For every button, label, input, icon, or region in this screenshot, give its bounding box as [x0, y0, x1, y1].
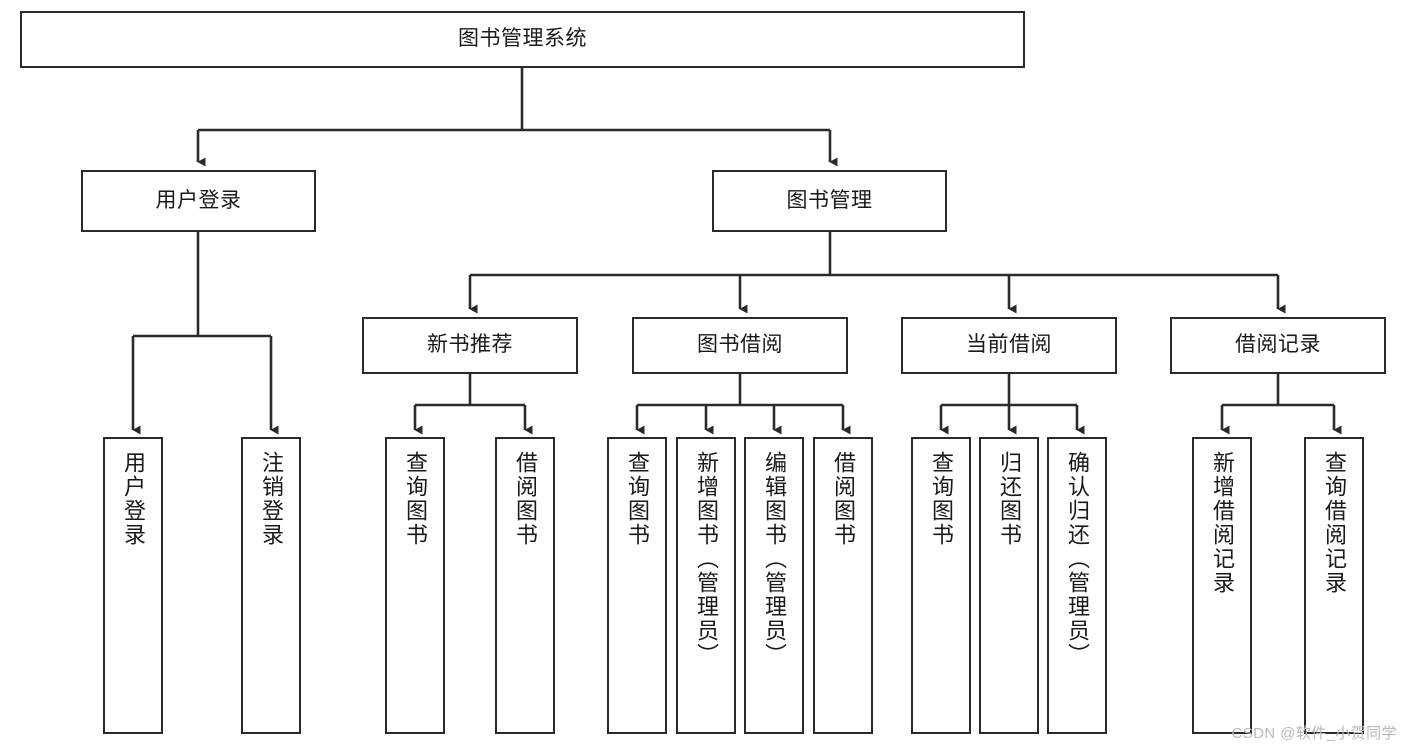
node-book-management-label: 图书管理	[786, 188, 873, 212]
node-current-borrow-label: 当前借阅	[966, 333, 1052, 357]
leaf-borrow-book-label: 借阅图书	[830, 451, 856, 547]
leaf-user-login-label: 用户登录	[120, 451, 146, 547]
node-book-borrow[interactable]: 图书借阅	[632, 317, 848, 374]
node-user-login[interactable]: 用户登录	[81, 170, 316, 232]
node-borrow-record[interactable]: 借阅记录	[1170, 317, 1386, 374]
leaf-query-book-borrow[interactable]: 查询图书	[607, 437, 667, 734]
leaf-query-borrow-record-label: 查询借阅记录	[1321, 451, 1347, 595]
leaf-borrow-book-recommend[interactable]: 借阅图书	[495, 437, 555, 734]
leaf-logout[interactable]: 注销登录	[241, 437, 301, 734]
leaf-add-book-admin[interactable]: 新增图书（管理员）	[676, 437, 736, 734]
leaf-logout-label: 注销登录	[258, 451, 284, 547]
leaf-add-borrow-record-label: 新增借阅记录	[1209, 451, 1235, 595]
leaf-query-book-recommend[interactable]: 查询图书	[385, 437, 445, 734]
node-user-login-label: 用户登录	[155, 188, 242, 212]
leaf-add-book-admin-label: 新增图书（管理员）	[693, 451, 719, 667]
leaf-edit-book-admin[interactable]: 编辑图书（管理员）	[744, 437, 804, 734]
node-current-borrow[interactable]: 当前借阅	[901, 317, 1117, 374]
leaf-borrow-book[interactable]: 借阅图书	[813, 437, 873, 734]
node-new-book-recommend[interactable]: 新书推荐	[362, 317, 578, 374]
leaf-confirm-return-admin[interactable]: 确认归还（管理员）	[1047, 437, 1107, 734]
leaf-query-borrow-record[interactable]: 查询借阅记录	[1304, 437, 1364, 734]
node-book-management[interactable]: 图书管理	[712, 170, 947, 232]
node-book-borrow-label: 图书借阅	[697, 333, 783, 357]
leaf-borrow-book-recommend-label: 借阅图书	[512, 451, 538, 547]
leaf-return-book[interactable]: 归还图书	[979, 437, 1039, 734]
node-root[interactable]: 图书管理系统	[20, 11, 1025, 68]
node-borrow-record-label: 借阅记录	[1235, 333, 1321, 357]
node-root-label: 图书管理系统	[458, 27, 587, 51]
leaf-add-borrow-record[interactable]: 新增借阅记录	[1192, 437, 1252, 734]
leaf-query-book-recommend-label: 查询图书	[402, 451, 428, 547]
leaf-query-book-current-label: 查询图书	[928, 451, 954, 547]
leaf-return-book-label: 归还图书	[996, 451, 1022, 547]
leaf-query-book-current[interactable]: 查询图书	[911, 437, 971, 734]
leaf-edit-book-admin-label: 编辑图书（管理员）	[761, 451, 787, 667]
leaf-user-login[interactable]: 用户登录	[103, 437, 163, 734]
leaf-query-book-borrow-label: 查询图书	[624, 451, 650, 547]
leaf-confirm-return-admin-label: 确认归还（管理员）	[1064, 451, 1090, 667]
node-new-book-recommend-label: 新书推荐	[427, 333, 513, 357]
